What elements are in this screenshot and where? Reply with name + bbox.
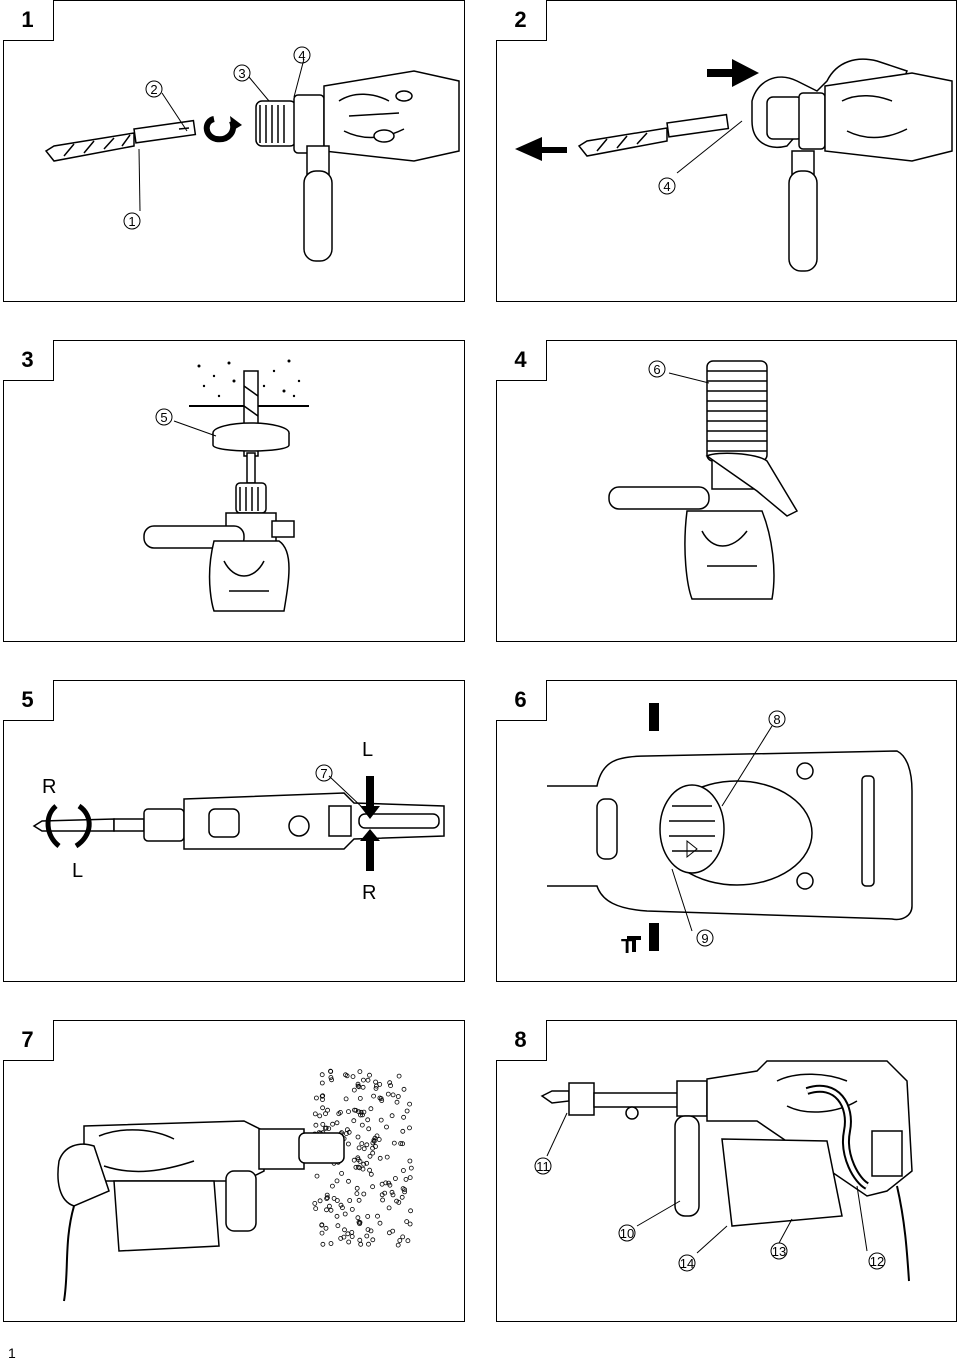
callout-2: 2 xyxy=(150,82,157,97)
letter-r-bottom: R xyxy=(362,882,376,904)
drill-bit-removal-illustration: 4 xyxy=(515,58,953,272)
callout-5: 5 xyxy=(160,410,167,425)
callout-14: 14 xyxy=(680,1256,694,1271)
callout-4: 4 xyxy=(298,48,305,63)
drilling-with-dust-collector-illustration xyxy=(57,1068,414,1302)
callout-6: 6 xyxy=(653,362,660,377)
drill-bit-insertion-illustration: 1 2 3 4 xyxy=(44,46,460,262)
panel-number: 5 xyxy=(2,679,54,721)
callout-4: 4 xyxy=(663,179,670,194)
dust-collector-illustration: 6 xyxy=(608,360,799,600)
letter-r-left: R xyxy=(42,776,56,798)
panel-2: 2 4 xyxy=(495,0,957,302)
callout-8: 8 xyxy=(773,712,780,727)
panel-number: 3 xyxy=(2,339,54,381)
letter-l-bottom: L xyxy=(72,860,83,882)
callout-12: 12 xyxy=(870,1254,884,1269)
callout-9: 9 xyxy=(701,931,708,946)
panel-8: 8 11 10 1 xyxy=(495,1019,957,1322)
callout-1: 1 xyxy=(128,214,135,229)
callout-11: 11 xyxy=(536,1159,550,1174)
letter-l-top: L xyxy=(362,739,373,761)
dust-collector-parts-illustration: 11 10 14 13 12 xyxy=(534,1060,913,1282)
panel-number: 8 xyxy=(495,1019,547,1061)
panel-number: 7 xyxy=(2,1019,54,1061)
panel-4: 4 6 xyxy=(495,339,957,642)
panel-7: 7 xyxy=(2,1019,465,1322)
panel-6: 6 T 8 9 xyxy=(495,679,957,982)
panel-5: 5 7 R L L R xyxy=(2,679,465,982)
panel-number: 6 xyxy=(495,679,547,721)
panel-1: 1 xyxy=(2,0,465,302)
arrow-left-icon xyxy=(515,137,567,161)
callout-7: 7 xyxy=(320,766,327,781)
panel-number: 2 xyxy=(495,0,547,41)
callout-group: 1 2 3 4 xyxy=(123,46,311,230)
dust-cup-illustration: 5 xyxy=(143,359,309,612)
panel-3: 3 5 xyxy=(2,339,465,642)
callout-13: 13 xyxy=(772,1244,786,1259)
rotation-direction-illustration: 7 R L L R xyxy=(32,739,445,904)
symbol-t: T xyxy=(621,936,633,958)
arrow-right-icon xyxy=(707,59,759,87)
panel-number: 1 xyxy=(2,0,54,41)
callout-3: 3 xyxy=(238,66,245,81)
callout-10: 10 xyxy=(620,1226,634,1241)
arrow-down-icon xyxy=(360,776,380,819)
mode-selector-illustration: T 8 9 xyxy=(547,703,913,958)
panel-number: 4 xyxy=(495,339,547,381)
arrow-up-icon xyxy=(360,829,380,871)
page-number: 1 xyxy=(8,1345,16,1361)
